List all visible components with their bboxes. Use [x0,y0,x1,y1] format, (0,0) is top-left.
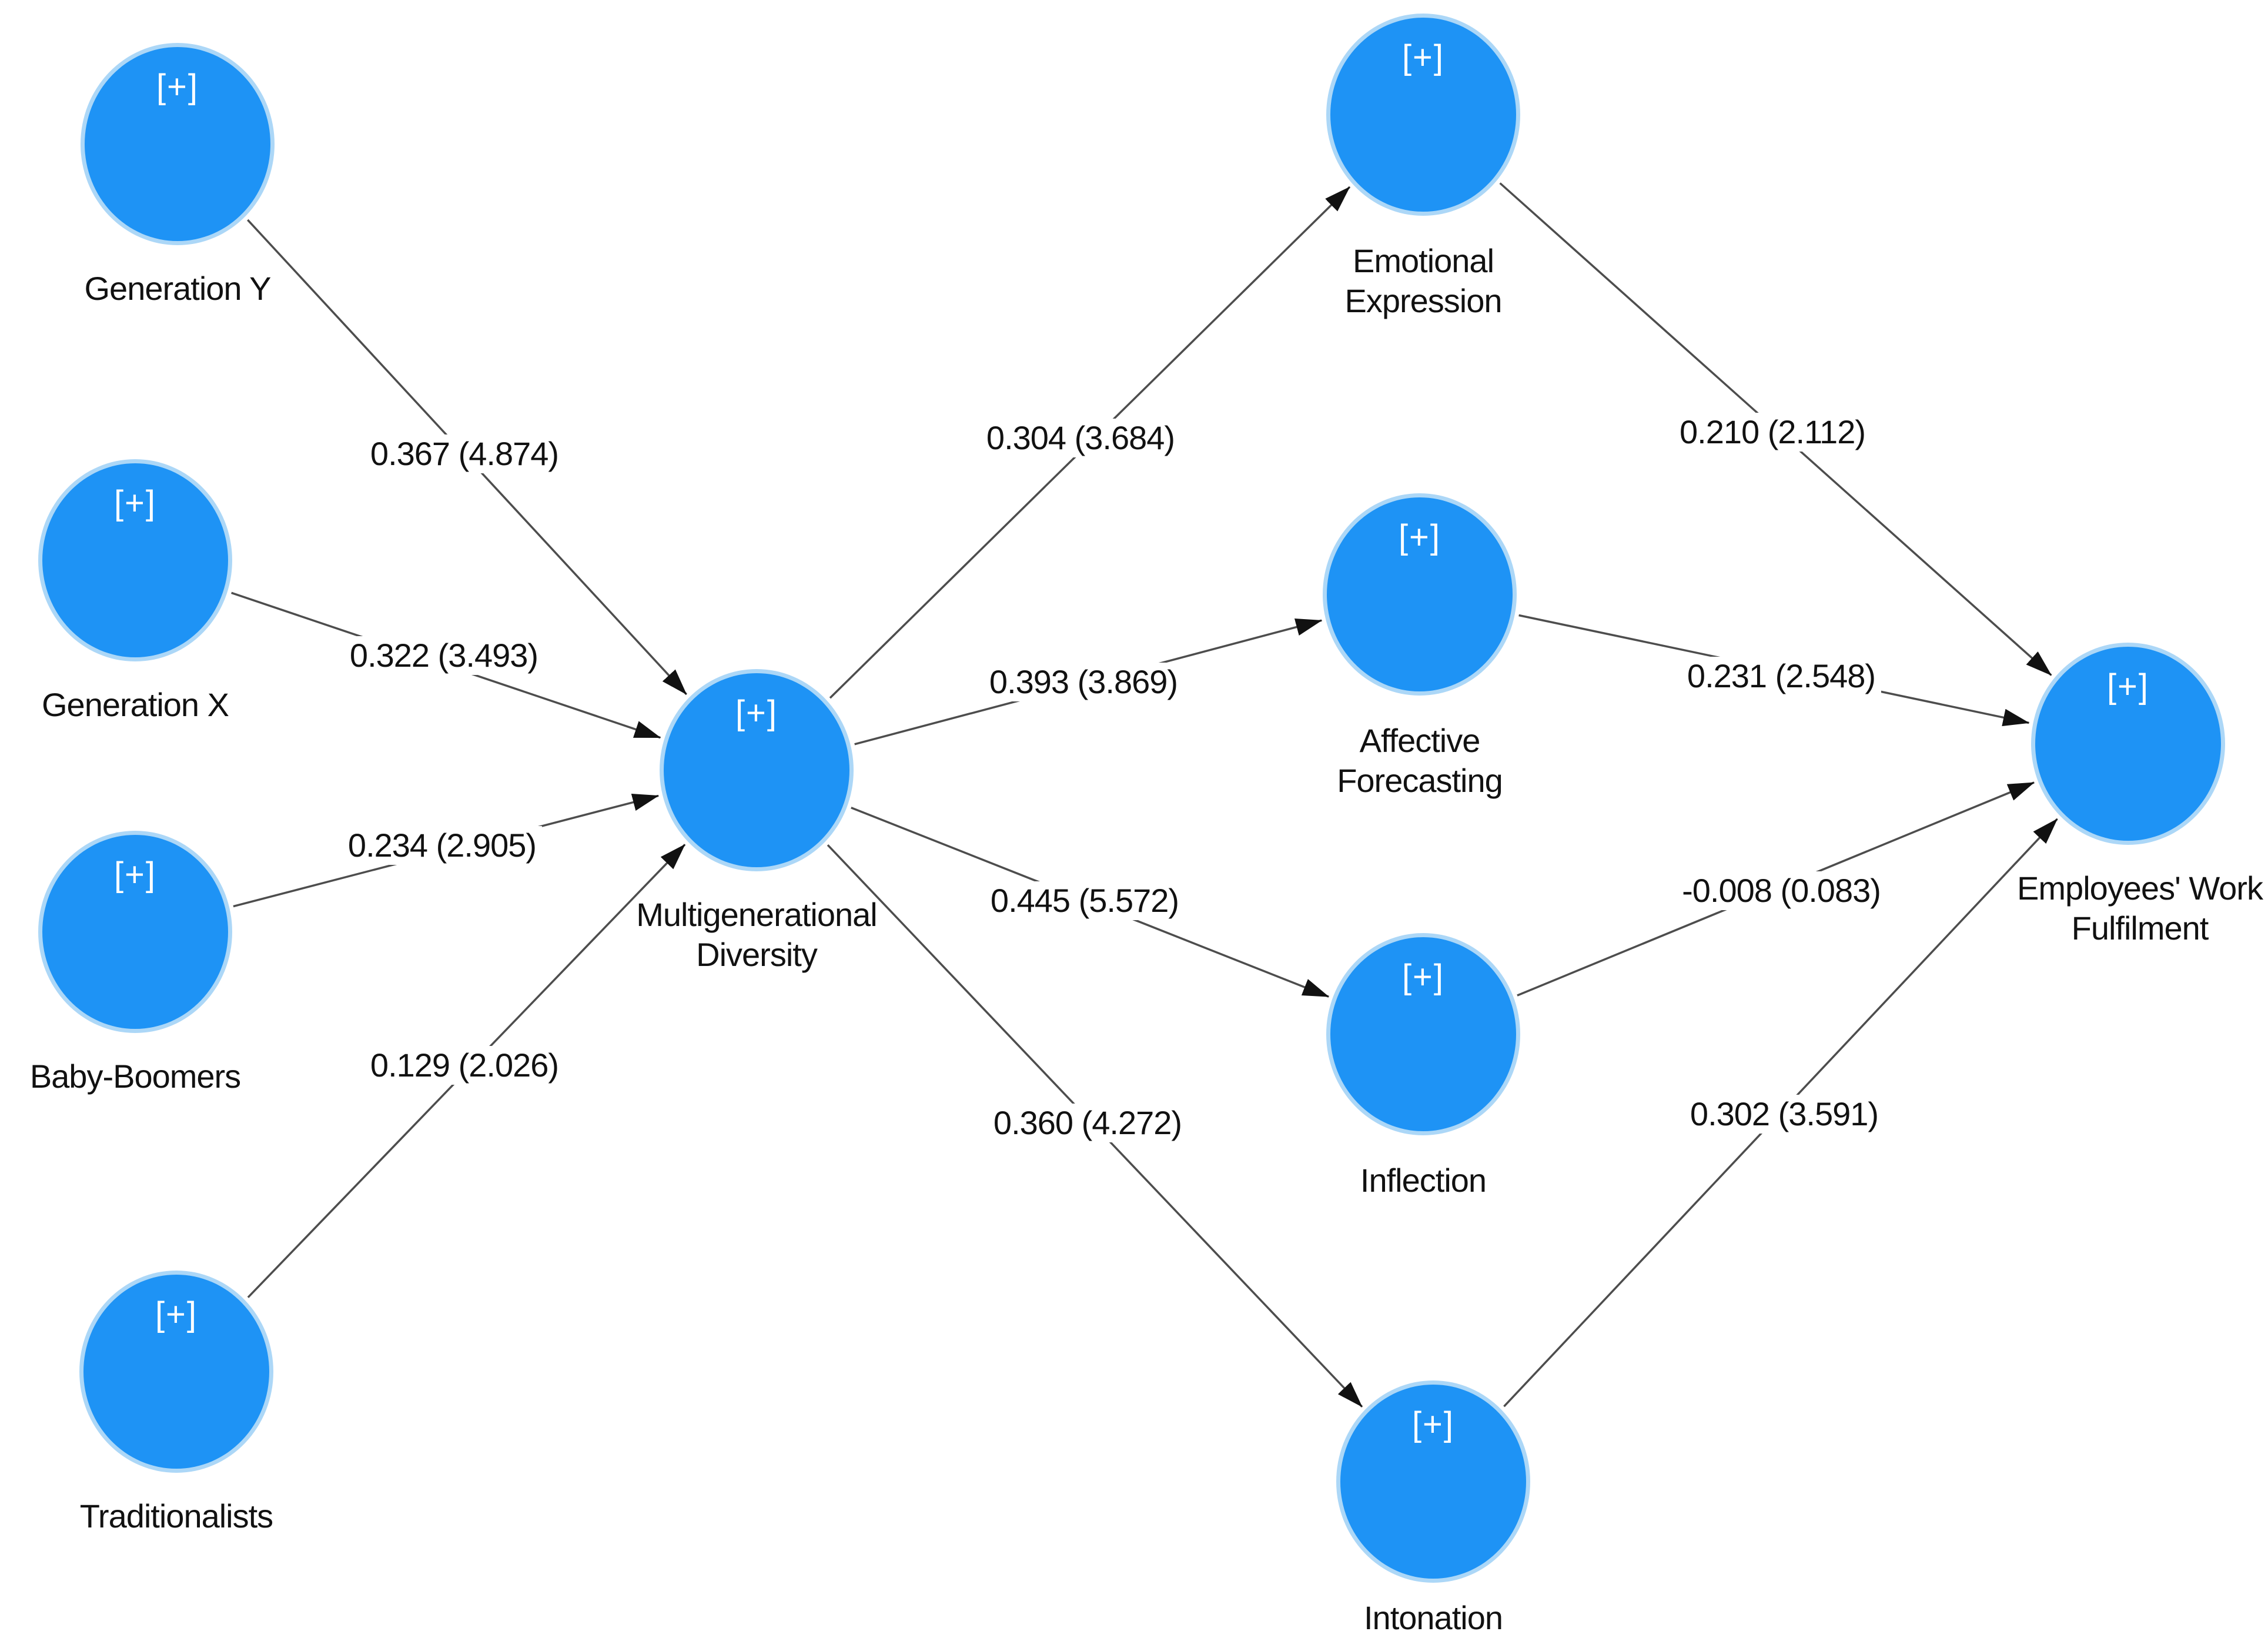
latent-circle-baby-boomers[interactable]: [+] [38,831,232,1033]
path-coefficient-multigen-to-affective: 0.393 (3.869) [983,663,1184,701]
node-label-affective-forecasting: Affective Forecasting [1337,722,1503,799]
latent-circle-employees-work-fulfilment[interactable]: [+] [2031,643,2225,845]
node-affective-forecasting[interactable]: [+] [1323,493,1517,696]
latent-circle-traditionalists[interactable]: [+] [79,1271,273,1473]
expand-indicator-icon[interactable]: [+] [1401,38,1445,76]
node-generation-y[interactable]: [+] [81,43,275,245]
path-coefficient-inflection-to-ewf: -0.008 (0.083) [1676,871,1886,910]
latent-circle-intonation[interactable]: [+] [1336,1380,1530,1583]
path-coefficient-gen-x-to-multigen: 0.322 (3.493) [343,636,544,675]
node-label-emotional-expression: Emotional Expression [1344,242,1502,319]
node-label-intonation: Intonation [1364,1599,1503,1636]
path-coefficient-traditionalists-to-multigen: 0.129 (2.026) [364,1046,565,1085]
expand-indicator-icon[interactable]: [+] [1398,518,1441,556]
latent-circle-generation-x[interactable]: [+] [38,459,232,661]
expand-indicator-icon[interactable]: [+] [156,68,199,106]
node-label-multigenerational-diversity: Multigenerational Diversity [636,896,877,973]
expand-indicator-icon[interactable]: [+] [1411,1405,1455,1443]
expand-indicator-icon[interactable]: [+] [2106,667,2150,706]
node-multigenerational-diversity[interactable]: [+] [660,669,854,871]
expand-indicator-icon[interactable]: [+] [155,1295,198,1333]
path-coefficient-multigen-to-inflection: 0.445 (5.572) [984,881,1185,920]
latent-circle-generation-y[interactable]: [+] [81,43,275,245]
node-intonation[interactable]: [+] [1336,1380,1530,1583]
node-label-inflection: Inflection [1360,1162,1487,1199]
path-coefficient-emotional-to-ewf: 0.210 (2.112) [1674,413,1871,452]
node-label-generation-x: Generation X [42,686,229,723]
latent-circle-affective-forecasting[interactable]: [+] [1323,493,1517,696]
expand-indicator-icon[interactable]: [+] [1401,958,1445,996]
node-label-employees-work-fulfilment: Employees' Work Fulfilment [2017,870,2263,947]
path-coefficient-gen-y-to-multigen: 0.367 (4.874) [364,434,565,473]
node-label-baby-boomers: Baby-Boomers [29,1058,241,1095]
node-label-generation-y: Generation Y [84,270,272,307]
expand-indicator-icon[interactable]: [+] [113,855,157,894]
node-generation-x[interactable]: [+] [38,459,232,661]
path-coefficient-baby-boomers-to-multigen: 0.234 (2.905) [342,826,543,865]
node-label-traditionalists: Traditionalists [79,1497,273,1535]
expand-indicator-icon[interactable]: [+] [735,694,778,732]
latent-circle-multigenerational-diversity[interactable]: [+] [660,669,854,871]
node-traditionalists[interactable]: [+] [79,1271,273,1473]
expand-indicator-icon[interactable]: [+] [113,484,157,522]
latent-circle-emotional-expression[interactable]: [+] [1326,14,1520,216]
path-coefficient-multigen-to-emotional: 0.304 (3.684) [980,419,1181,457]
node-employees-work-fulfilment[interactable]: [+] [2031,643,2225,845]
latent-circle-inflection[interactable]: [+] [1326,933,1520,1135]
node-inflection[interactable]: [+] [1326,933,1520,1135]
path-coefficient-affective-to-ewf: 0.231 (2.548) [1681,657,1882,696]
node-emotional-expression[interactable]: [+] [1326,14,1520,216]
path-coefficient-intonation-to-ewf: 0.302 (3.591) [1684,1095,1885,1134]
node-baby-boomers[interactable]: [+] [38,831,232,1033]
path-coefficient-multigen-to-intonation: 0.360 (4.272) [987,1104,1188,1142]
